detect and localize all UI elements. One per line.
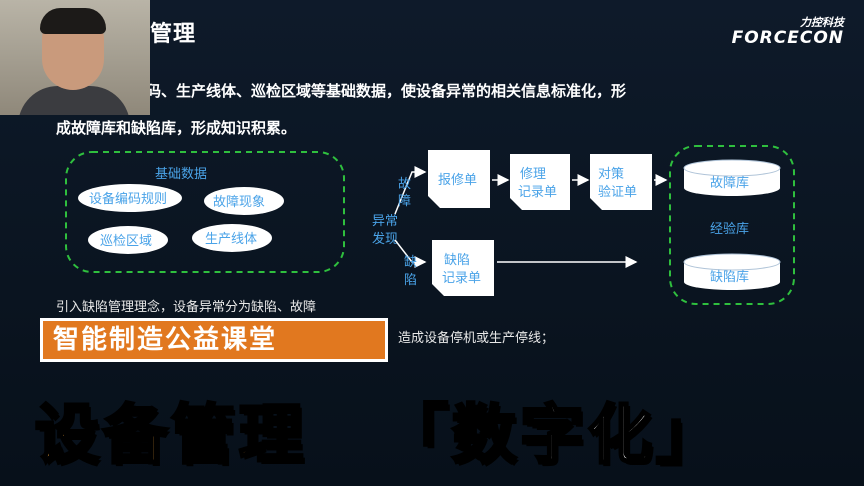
db-defect-label: 缺陷库 [710,269,749,285]
base-item-2: 故障现象 [213,195,265,210]
bullet-line-1: 引入缺陷管理理念，设备异常分为缺陷、故障 [56,300,317,315]
doc-defect-label-1: 缺陷 [444,253,470,268]
fault-branch-1: 故 [398,177,411,192]
db-fault-label: 故障库 [710,175,749,191]
anomaly-label-1: 异常 [372,214,398,229]
base-item-4: 生产线体 [205,232,257,247]
base-item-ellipse-2 [204,187,284,215]
doc-verify-shape [590,154,652,210]
slide-title: 管理 [150,22,197,47]
paragraph-line-2: 成故障库和缺陷库，形成知识积累。 [56,119,297,137]
base-data-group [65,151,345,273]
base-item-ellipse-1 [78,184,182,212]
defect-branch-1: 缺 [404,255,417,270]
doc-repair-label-1: 修理 [520,167,546,182]
presenter-shirt [18,86,130,115]
doc-report-shape [428,150,490,208]
defect-branch-line [394,239,427,268]
forcecon-logo: 力控科技 FORCECON [732,14,844,47]
presenter-video [0,0,150,115]
bullet-line-2: 造成设备停机或生产停线； [398,331,555,346]
fault-branch-line [394,166,427,215]
doc-report-label: 报修单 [438,173,477,188]
base-item-ellipse-3 [88,226,168,254]
headline-right: 「数字化」 [383,398,724,475]
defect-branch-2: 陷 [404,273,417,288]
doc-defect-shape [432,240,494,296]
paragraph-line-1: 现象、设备编码、生产线体、巡检区域等基础数据，使设备异常的相关信息标准化，形 [56,82,627,100]
base-data-title: 基础数据 [155,167,207,182]
anomaly-label-2: 发现 [372,231,398,247]
logo-cn: 力控科技 [800,16,844,29]
doc-defect-label-2: 记录单 [442,271,481,286]
presenter-hair [40,8,106,34]
base-item-3: 巡检区域 [100,234,152,249]
doc-verify-label-1: 对策 [598,166,624,182]
db-experience-label: 经验库 [710,221,749,237]
base-item-ellipse-4 [192,224,272,252]
doc-verify-label-2: 验证单 [598,184,637,200]
logo-en: FORCECON [731,28,844,48]
base-item-1: 设备编码规则 [89,191,167,207]
database-group [669,145,795,305]
course-banner: 智能制造公益课堂 [40,318,388,362]
doc-repair-label-2: 记录单 [518,185,557,200]
fault-branch-2: 障 [398,194,411,209]
headline-left: 设备管理 [34,398,307,475]
doc-repair-shape [510,154,570,210]
